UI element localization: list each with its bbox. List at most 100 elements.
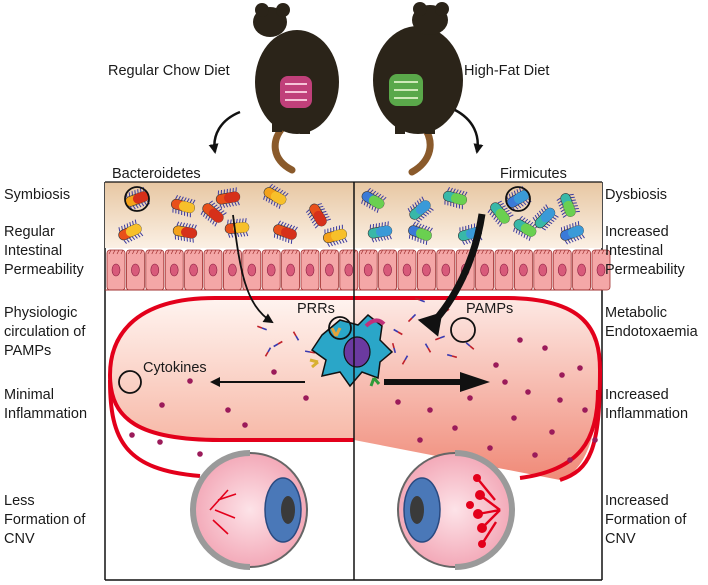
receptor-icon bbox=[330, 327, 342, 337]
cytokine-dot bbox=[159, 402, 165, 408]
cytokine-dot bbox=[567, 457, 573, 463]
bacteria-right bbox=[361, 186, 585, 246]
label-firmicutes: Firmicutes bbox=[500, 166, 567, 182]
label-bacteroidetes: Bacteroidetes bbox=[112, 166, 201, 182]
label-less-cnv: Less Formation of CNV bbox=[4, 493, 86, 547]
dendritic-cell bbox=[309, 313, 394, 388]
cytokine-dot bbox=[157, 439, 163, 445]
epithelial-cell bbox=[339, 249, 359, 291]
gut-left-icon bbox=[280, 76, 312, 108]
cytokine-dot bbox=[542, 345, 548, 351]
epithelial-cell bbox=[281, 249, 301, 291]
cytokine-dot bbox=[225, 407, 231, 413]
bacterium-icon bbox=[322, 224, 348, 248]
pamp-icon bbox=[264, 347, 272, 357]
bacterium-icon bbox=[367, 221, 393, 243]
pamp-icon bbox=[292, 331, 300, 341]
eye-left bbox=[190, 450, 308, 570]
cytokine-dot bbox=[532, 452, 538, 458]
label-pamps: PAMPs bbox=[466, 301, 514, 317]
cytokine-dot bbox=[187, 378, 193, 384]
label-metabolic-endotoxaemia: Metabolic Endotoxaemia bbox=[605, 305, 698, 340]
label-cytokines: Cytokines bbox=[143, 360, 207, 376]
eye-right bbox=[397, 450, 515, 570]
cnv-right-icon bbox=[466, 474, 501, 548]
epithelial-cell bbox=[300, 249, 320, 291]
cytokine-dot bbox=[577, 365, 583, 371]
pamp-icon bbox=[401, 355, 409, 365]
cytokine-dot bbox=[395, 399, 401, 405]
label-symbiosis: Symbiosis bbox=[4, 187, 71, 203]
epithelial-cell bbox=[494, 249, 514, 291]
epithelial-cell bbox=[475, 249, 495, 291]
callout-cytokines bbox=[118, 370, 142, 394]
epithelial-cell bbox=[145, 249, 165, 291]
cytokine-dots bbox=[129, 337, 598, 463]
cytokine-dot bbox=[197, 451, 203, 457]
epithelial-cell bbox=[378, 249, 398, 291]
bacterium-icon bbox=[361, 187, 387, 213]
pamp-icon bbox=[304, 350, 316, 354]
epithelial-cell bbox=[436, 249, 456, 291]
pamp-icon bbox=[446, 353, 458, 359]
cytokine-dot bbox=[557, 397, 563, 403]
epithelial-cell bbox=[572, 249, 591, 291]
callout-pamps bbox=[450, 317, 476, 343]
cytokine-dot bbox=[511, 415, 517, 421]
nucleus-icon bbox=[343, 336, 371, 368]
bacterium-icon bbox=[556, 193, 580, 218]
epithelial-cell bbox=[184, 249, 204, 291]
epithelium-layer bbox=[105, 249, 611, 291]
bacterium-icon bbox=[263, 183, 289, 209]
cytokine-dot bbox=[487, 445, 493, 451]
label-increased-cnv: Increased Formation of CNV bbox=[605, 493, 687, 547]
bacterium-icon bbox=[560, 221, 585, 245]
pamp-icon bbox=[424, 343, 432, 353]
epithelial-cell bbox=[514, 249, 533, 291]
bacterium-icon bbox=[118, 219, 144, 244]
bacterium-icon bbox=[170, 194, 196, 218]
pamp-icon bbox=[391, 342, 397, 354]
pamp-icon bbox=[273, 340, 283, 348]
label-dysbiosis: Dysbiosis bbox=[605, 187, 668, 203]
cytokine-dot bbox=[303, 395, 309, 401]
cytokine-dot bbox=[559, 372, 565, 378]
bacteria-left bbox=[118, 183, 348, 248]
epithelial-cell bbox=[164, 249, 184, 291]
label-high-fat-diet: High-Fat Diet bbox=[464, 63, 550, 79]
callout-bacteroidetes bbox=[124, 186, 150, 212]
cytokine-dot bbox=[549, 429, 555, 435]
mouse-left bbox=[253, 3, 339, 174]
label-increased-inflammation: Increased Inflammation bbox=[605, 387, 689, 422]
blood-vessel bbox=[107, 296, 603, 482]
arrow-right-diet bbox=[454, 108, 484, 154]
bacterium-icon bbox=[532, 204, 559, 231]
epithelial-cell bbox=[397, 249, 417, 291]
gut-right-icon bbox=[389, 74, 423, 106]
arrow-right-translocation bbox=[417, 213, 486, 337]
epithelial-cell bbox=[261, 249, 281, 291]
cytokine-dot bbox=[242, 422, 248, 428]
bacterium-icon bbox=[408, 221, 433, 245]
bacterium-icon bbox=[305, 203, 331, 229]
epithelial-cell bbox=[106, 249, 126, 291]
cytokine-dot bbox=[582, 407, 588, 413]
callout-firmicutes bbox=[505, 186, 531, 212]
epithelial-cell bbox=[416, 249, 436, 291]
callout-prrs bbox=[328, 316, 352, 340]
bacterium-icon bbox=[215, 187, 241, 209]
cytokine-dot bbox=[525, 389, 531, 395]
receptor-icon bbox=[364, 318, 386, 328]
pamp-icon bbox=[415, 297, 425, 303]
pamp-icon bbox=[257, 325, 267, 331]
cytokine-dot bbox=[592, 437, 598, 443]
label-minimal-inflammation: Minimal Inflammation bbox=[4, 387, 88, 422]
cytokine-dot bbox=[271, 369, 277, 375]
epithelial-cell bbox=[358, 249, 378, 291]
pamp-icon bbox=[465, 342, 475, 350]
bacterium-icon bbox=[273, 220, 298, 244]
arrow-inflammation-right bbox=[384, 372, 490, 392]
cytokine-dot bbox=[517, 337, 523, 343]
epithelial-cell bbox=[126, 249, 145, 291]
